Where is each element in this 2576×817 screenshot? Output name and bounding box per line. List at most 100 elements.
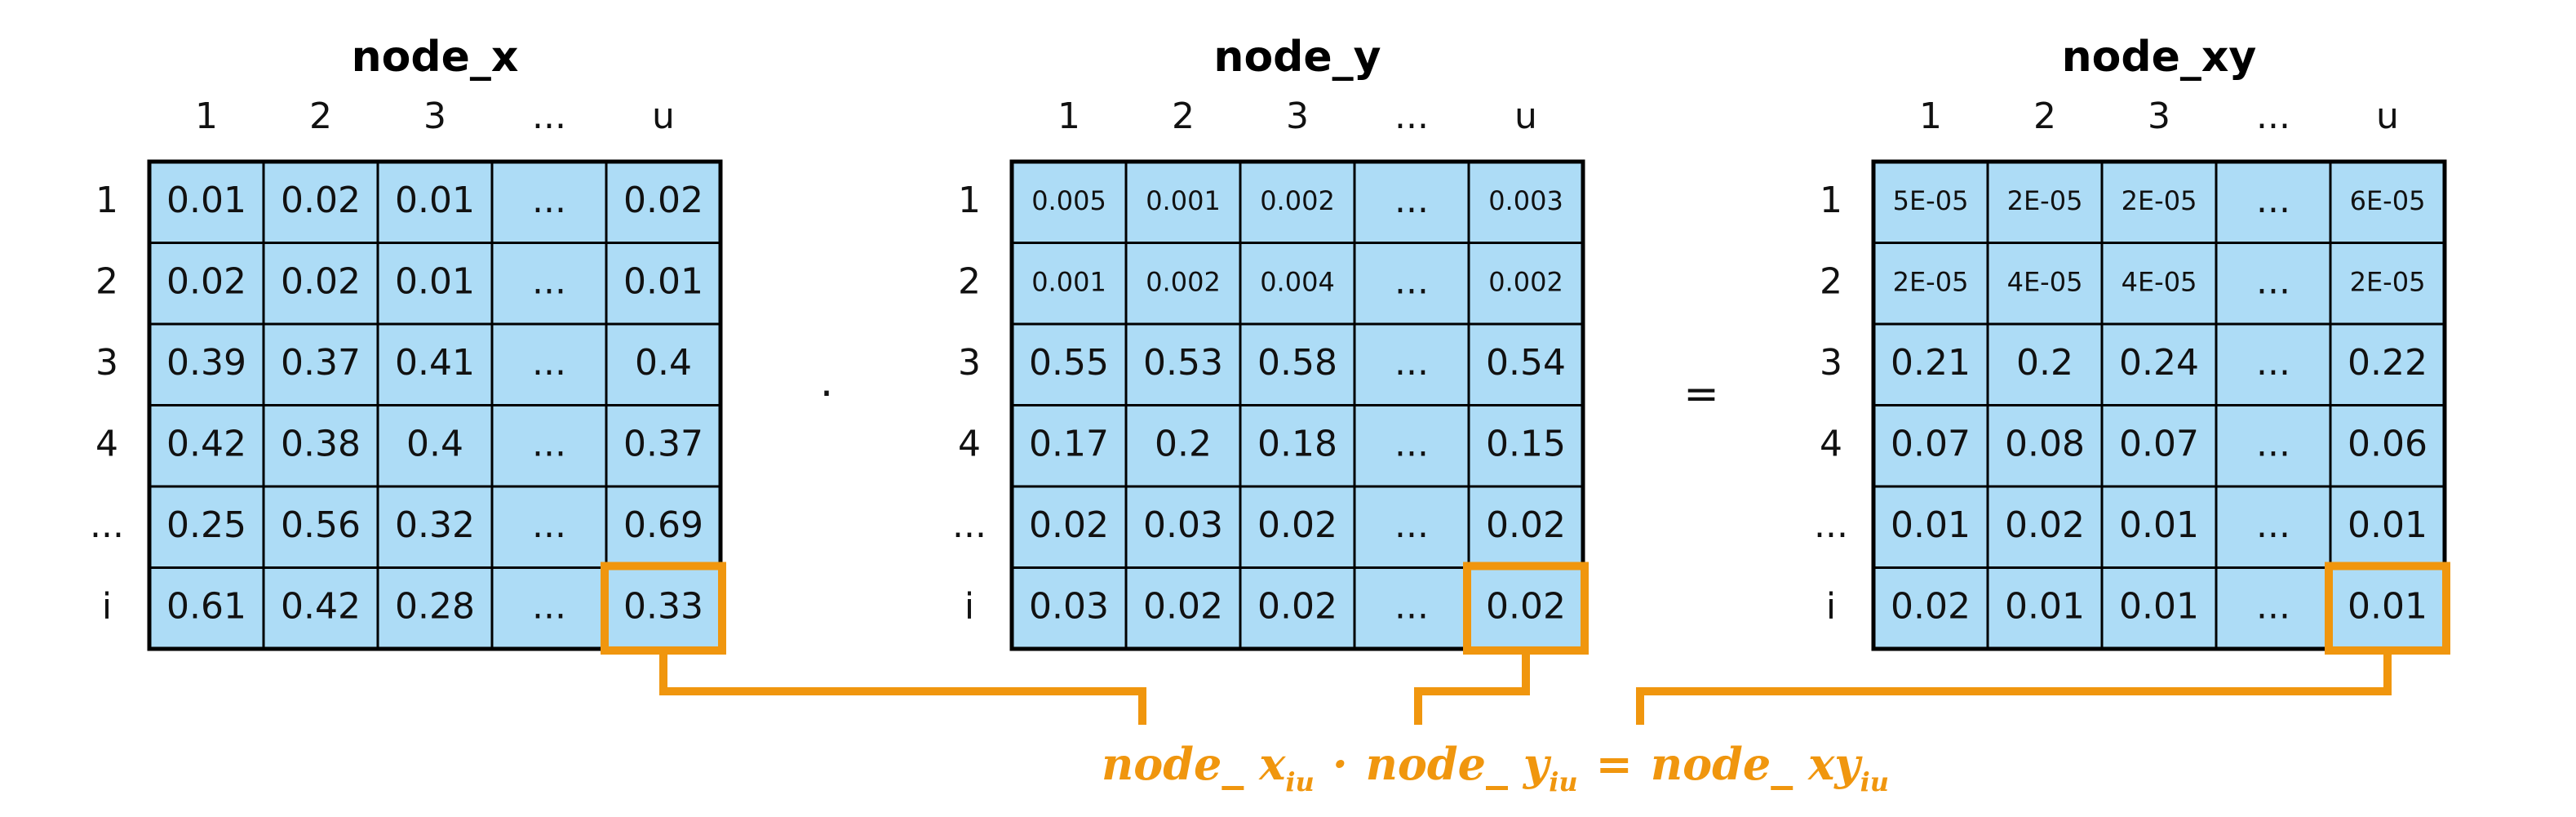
matrix-cell — [1467, 160, 1585, 244]
cell-value: ... — [2256, 260, 2290, 302]
formula-sub-x: iu — [1285, 766, 1314, 797]
matrix-cell — [490, 322, 608, 406]
cell-value: 0.01 — [623, 260, 703, 302]
row-header: 4 — [958, 423, 981, 464]
matrix-cell — [2329, 160, 2446, 244]
cell-value: 0.01 — [2348, 585, 2427, 627]
matrix-cell — [1353, 322, 1470, 406]
matrix-cell — [1353, 485, 1470, 569]
cell-value: 0.02 — [1257, 585, 1337, 627]
cell-value: 0.39 — [166, 342, 246, 384]
cell-value: 0.02 — [2005, 504, 2085, 546]
cell-value: 0.4 — [635, 342, 692, 384]
row-header: 3 — [95, 342, 118, 384]
cell-value: 0.61 — [166, 585, 246, 627]
row-header: 1 — [95, 180, 118, 221]
cell-value: 0.01 — [2348, 504, 2427, 546]
matrix-cell — [376, 404, 494, 488]
cell-value: 0.2 — [1155, 423, 1212, 464]
column-header: 1 — [195, 95, 218, 137]
cell-value: 0.37 — [281, 342, 361, 384]
matrix-cell — [1239, 485, 1356, 569]
formula-term-node-x: node_ x — [1102, 738, 1286, 790]
column-header: ... — [1394, 95, 1429, 137]
cell-value: ... — [532, 260, 566, 302]
row-header: 4 — [95, 423, 118, 464]
cell-value: 0.003 — [1488, 185, 1563, 216]
matrix-border — [1871, 159, 2447, 651]
column-header: 1 — [1057, 95, 1080, 137]
cell-value: ... — [2256, 180, 2290, 221]
matrices-layer: node_x 1 2 3... u 1 2 3 4... i 0.01 0.02 0.01... 0.02… — [90, 33, 2450, 655]
column-header: 2 — [309, 95, 332, 137]
matrix-cell — [148, 485, 265, 569]
cell-value: 0.33 — [623, 585, 703, 627]
cell-value: 0.01 — [2005, 585, 2085, 627]
cell-value: ... — [1394, 342, 1429, 384]
row-header: i — [1826, 585, 1836, 627]
matrix-cell — [1467, 242, 1585, 326]
cell-value: 0.02 — [1486, 585, 1566, 627]
formula: node_ xiu·node_ yiu=node_ xyiu — [1102, 738, 1889, 797]
cell-value: ... — [532, 585, 566, 627]
matrix-cell — [490, 404, 608, 488]
cell-value: 0.2 — [2016, 342, 2073, 384]
cell-value: 2E-05 — [1893, 266, 1969, 297]
matrix-cell — [262, 566, 379, 650]
column-header: 1 — [1919, 95, 1942, 137]
cell-value: 0.07 — [2119, 423, 2199, 464]
formula-term-node-y: node_ y — [1366, 738, 1552, 790]
matrix-cell — [262, 322, 379, 406]
highlight-cell-box — [601, 562, 726, 655]
cell-value: 0.03 — [1029, 585, 1109, 627]
cell-value: 0.01 — [2119, 585, 2199, 627]
column-header: u — [1514, 95, 1537, 137]
column-header: 3 — [423, 95, 446, 137]
cell-value: 2E-05 — [2122, 185, 2197, 216]
matrix-cell — [2100, 322, 2218, 406]
highlight-cell-box — [2325, 562, 2450, 655]
cell-value: ... — [532, 423, 566, 464]
cell-value: 2E-05 — [2350, 266, 2426, 297]
cell-value: 0.32 — [395, 504, 475, 546]
matrix-cell — [376, 242, 494, 326]
matrix-cell — [2100, 242, 2218, 326]
cell-value: 0.001 — [1031, 266, 1106, 297]
matrix-cell — [1467, 566, 1585, 650]
matrix-cell — [376, 485, 494, 569]
matrix-cell — [1239, 322, 1356, 406]
cell-value: 0.01 — [395, 180, 475, 221]
row-header: 2 — [958, 260, 981, 302]
cell-value: 0.02 — [623, 180, 703, 221]
cell-value: 0.03 — [1143, 504, 1223, 546]
cell-value: ... — [2256, 423, 2290, 464]
cell-value: 0.001 — [1146, 185, 1221, 216]
row-header: 1 — [1820, 180, 1842, 221]
matrix-cell — [1872, 242, 1989, 326]
cell-value: 0.54 — [1486, 342, 1566, 384]
matrix-cell — [1124, 242, 1242, 326]
cell-value: 0.4 — [406, 423, 463, 464]
cell-value: 0.15 — [1486, 423, 1566, 464]
matrix-cell — [605, 242, 722, 326]
matrix-border — [1009, 159, 1585, 651]
matrix-cell — [262, 160, 379, 244]
cell-value: 0.22 — [2348, 342, 2427, 384]
matrix-cell — [490, 566, 608, 650]
cell-value: 0.01 — [166, 180, 246, 221]
cell-value: 6E-05 — [2350, 185, 2426, 216]
cell-value: 5E-05 — [1893, 185, 1969, 216]
connector-line — [659, 651, 1146, 725]
matrix-title: node_x — [352, 33, 519, 82]
cell-value: 0.42 — [166, 423, 246, 464]
connector-line — [1414, 651, 1530, 725]
column-header: ... — [2256, 95, 2290, 137]
connector-line — [1636, 651, 2392, 725]
highlight-cell-box — [1463, 562, 1589, 655]
cell-value: ... — [1394, 423, 1429, 464]
matrix-cell — [1872, 404, 1989, 488]
matrix-cell — [1124, 322, 1242, 406]
cell-value: 0.25 — [166, 504, 246, 546]
